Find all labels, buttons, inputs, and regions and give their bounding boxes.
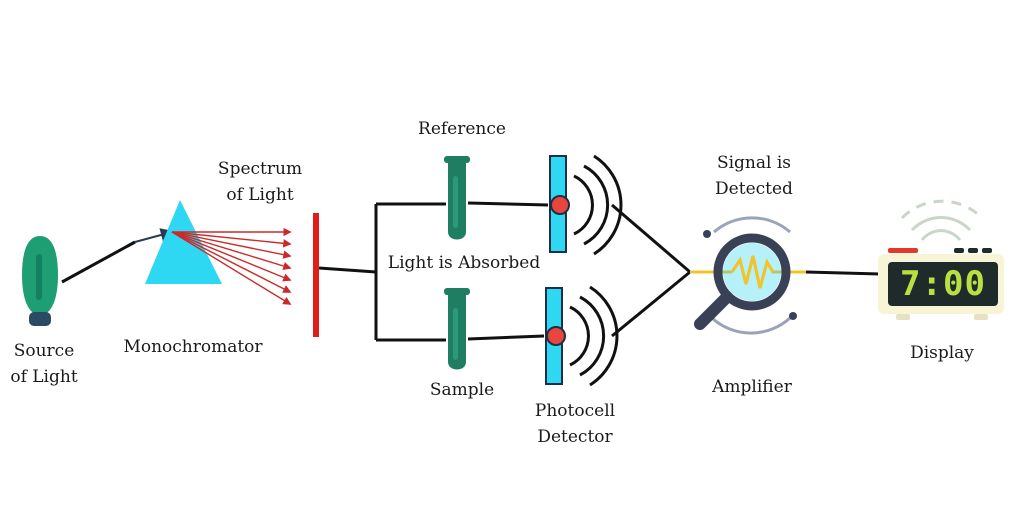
- sample-detector-icon: [545, 285, 619, 387]
- source-beam: [61, 240, 136, 284]
- grating-slit: [313, 213, 319, 337]
- label-signal-detected: Signal is Detected: [700, 150, 808, 202]
- light-source-icon: [22, 236, 58, 326]
- label-monochromator: Monochromator: [123, 337, 263, 357]
- label-photocell-line2: Detector: [537, 427, 613, 447]
- label-photocell-line1: Photocell: [534, 401, 616, 421]
- display-reading: 7:00: [888, 262, 998, 306]
- label-photocell-detector: Photocell Detector: [520, 398, 630, 450]
- detector-wires: [611, 203, 691, 338]
- sample-tube-icon: [444, 288, 470, 370]
- label-source: Source of Light: [0, 338, 88, 390]
- prism-icon: [145, 200, 222, 284]
- label-spectrum-line1: Spectrum: [217, 159, 303, 179]
- spectrum-rays: [171, 227, 292, 305]
- label-source-line2: of Light: [10, 367, 78, 387]
- label-display: Display: [910, 343, 974, 363]
- label-signal-line1: Signal is: [716, 153, 792, 173]
- label-spectrum-line2: of Light: [226, 185, 294, 205]
- incident-beam: [134, 228, 175, 243]
- label-amplifier: Amplifier: [712, 377, 792, 397]
- amplifier-magnifier-icon: [694, 216, 797, 335]
- label-signal-line2: Detected: [715, 179, 793, 199]
- reference-detector-icon: [549, 154, 623, 256]
- label-spectrum: Spectrum of Light: [212, 156, 308, 208]
- label-light-absorbed: Light is Absorbed: [387, 253, 541, 273]
- label-sample: Sample: [429, 380, 495, 400]
- display-wire: [805, 270, 881, 276]
- reference-tube-icon: [444, 156, 470, 240]
- split-wires: [318, 201, 549, 342]
- label-source-line1: Source: [13, 341, 75, 361]
- label-reference: Reference: [418, 119, 506, 139]
